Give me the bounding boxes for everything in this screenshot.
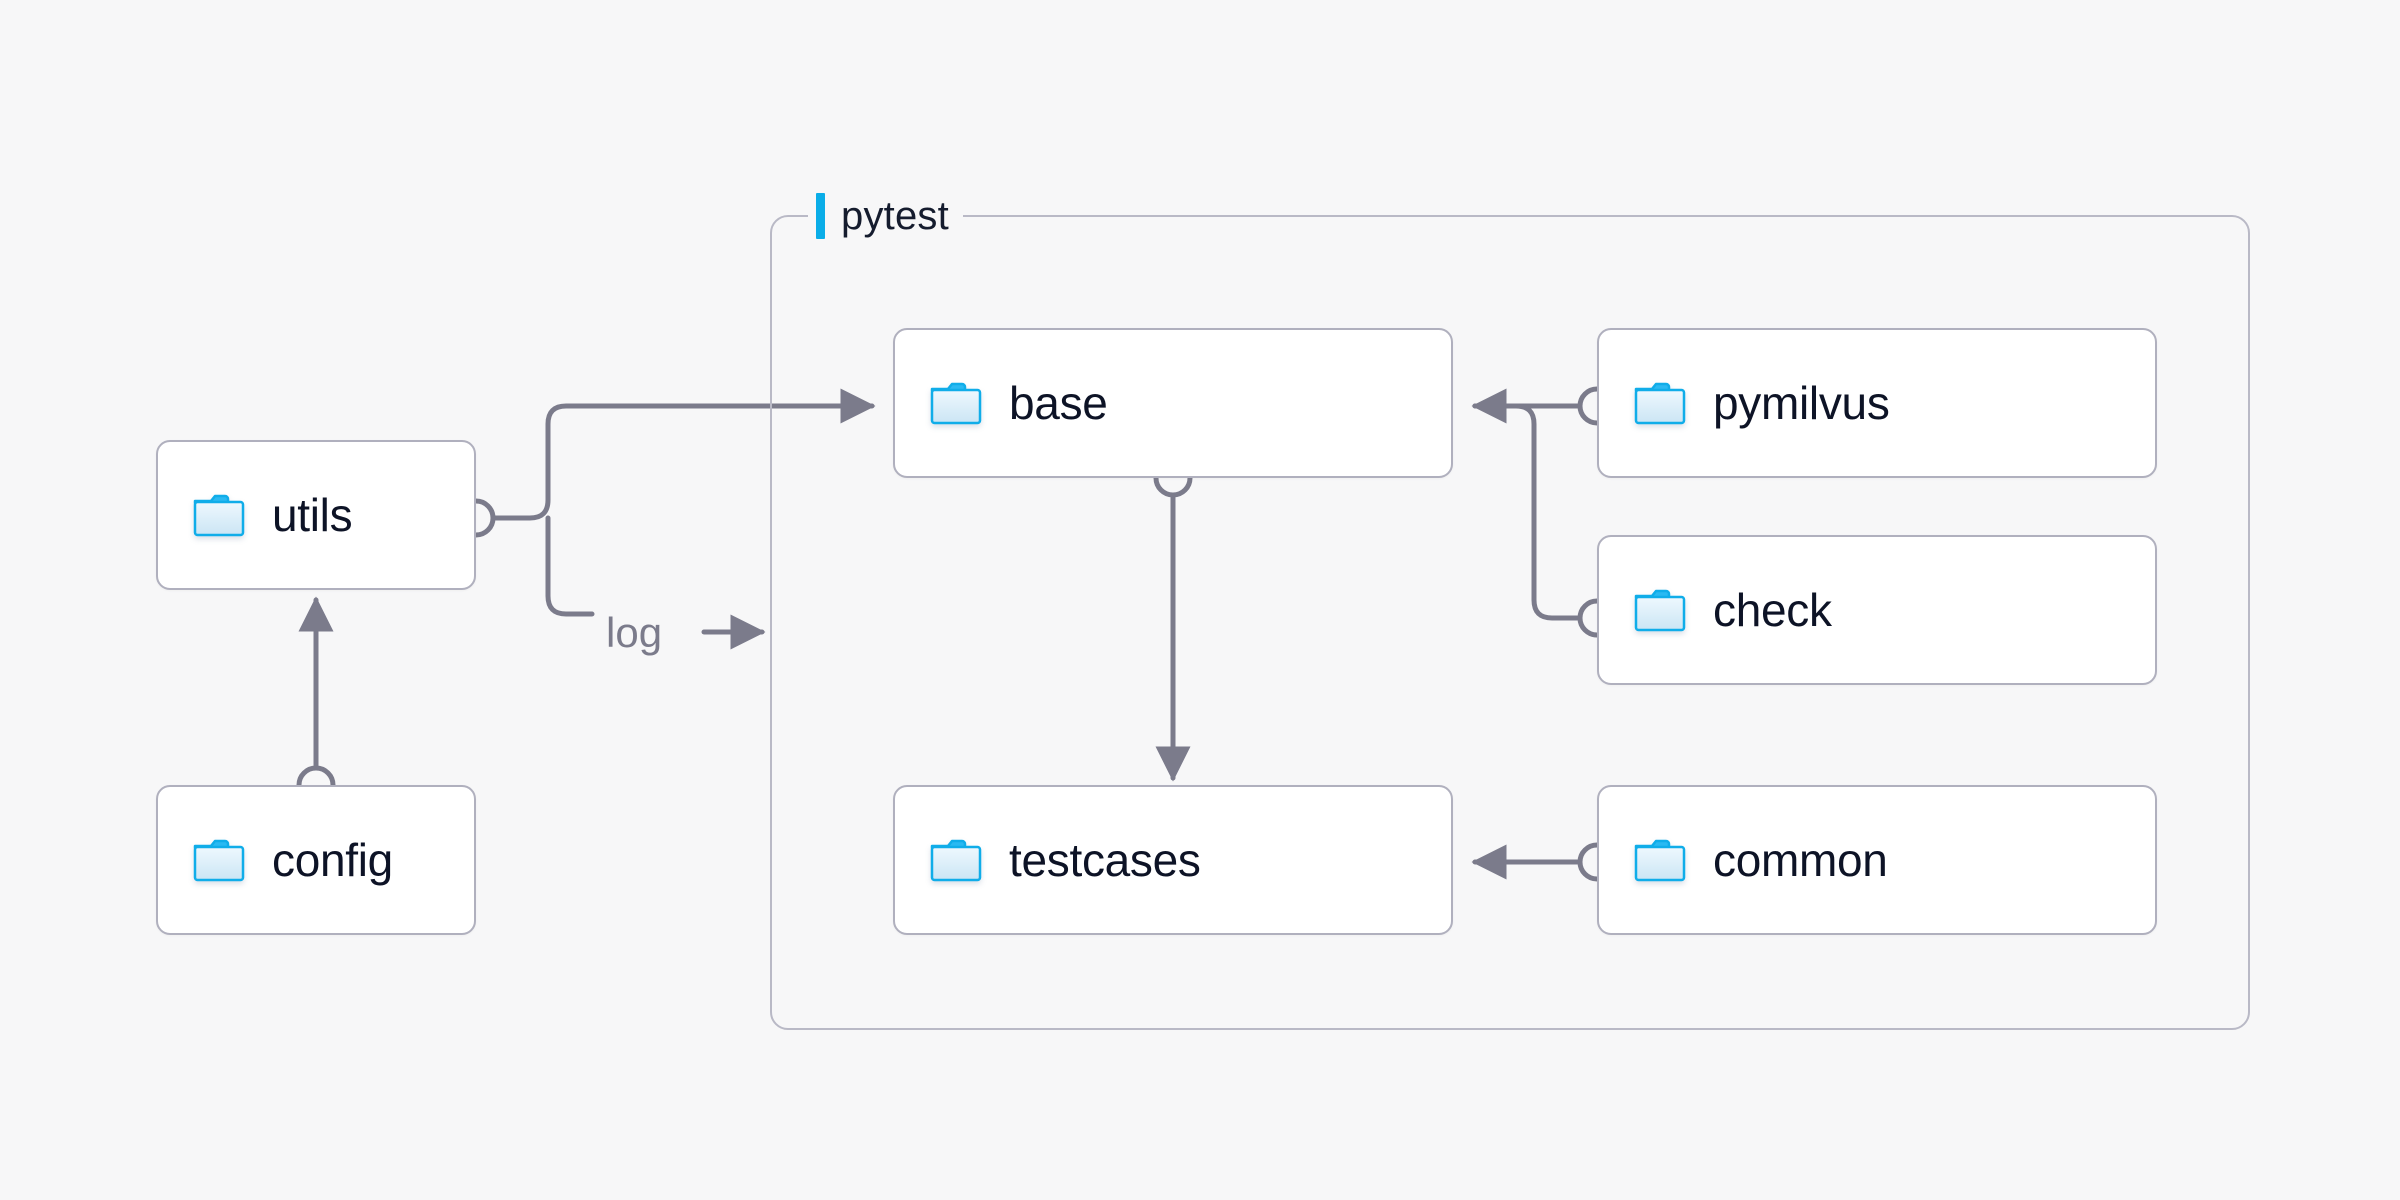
node-label: utils [272,489,353,541]
folder-icon [1634,382,1686,425]
folder-icon [193,839,245,882]
node-label: config [272,834,393,886]
node-label: base [1009,377,1108,429]
node-check[interactable]: check [1597,535,2157,685]
node-label: pymilvus [1713,377,1890,429]
group-pytest[interactable] [770,215,2250,1030]
node-label: common [1713,834,1888,886]
folder-icon [930,839,982,882]
node-utils[interactable]: utils [156,440,476,590]
folder-icon [1634,589,1686,632]
node-label: testcases [1009,834,1201,886]
node-testcases[interactable]: testcases [893,785,1453,935]
node-label: check [1713,584,1832,636]
edge-utils-to-log [545,515,595,617]
folder-icon [930,382,982,425]
folder-icon [193,494,245,537]
folder-icon [1634,839,1686,882]
group-pytest-label: pytest [808,188,963,244]
group-title: pytest [841,194,949,238]
node-pymilvus[interactable]: pymilvus [1597,328,2157,478]
node-base[interactable]: base [893,328,1453,478]
node-config[interactable]: config [156,785,476,935]
group-accent-bar [816,193,825,239]
node-common[interactable]: common [1597,785,2157,935]
edge-label-log: log [600,612,669,654]
